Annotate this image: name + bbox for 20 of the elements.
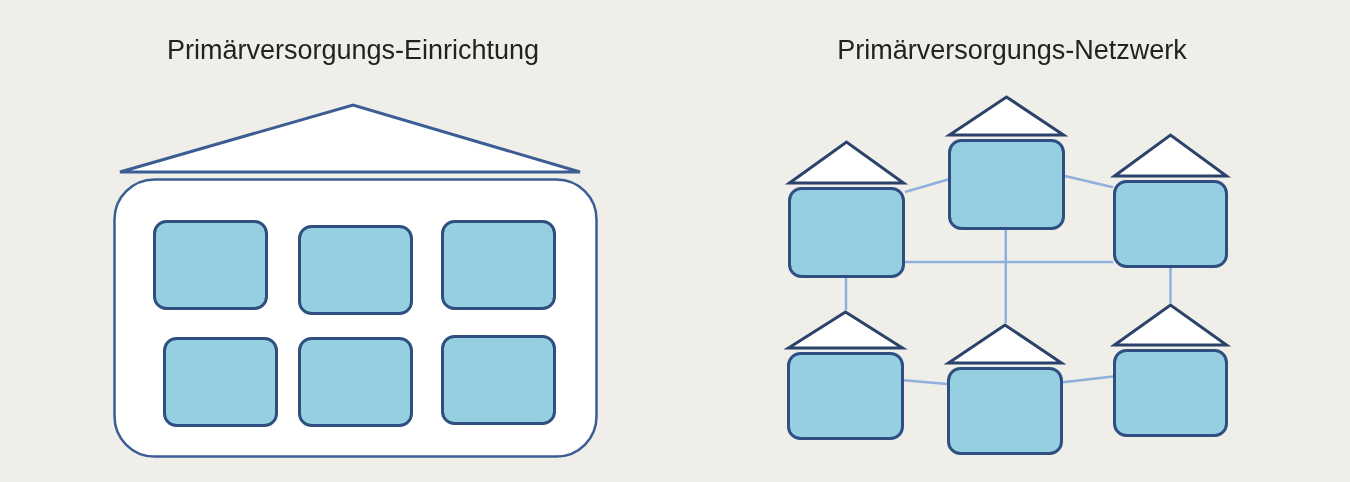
section-heading: Primärversorgungs-Netzwerk: [837, 35, 1187, 66]
unit-box: [298, 225, 413, 315]
house-symbol: [788, 140, 905, 278]
house-symbol: [1113, 303, 1228, 437]
connector-line: [844, 278, 848, 310]
unit-box: [153, 220, 268, 310]
connector-line: [1004, 230, 1007, 323]
unit-box: [163, 337, 278, 427]
unit-box: [441, 335, 556, 425]
section-heading: Primärversorgungs-Einrichtung: [166, 35, 540, 66]
connector-line: [1169, 268, 1172, 303]
connector-line: [1062, 375, 1114, 384]
connector-line: [903, 378, 948, 386]
house-symbol: [1113, 133, 1228, 268]
connector-line: [904, 178, 949, 194]
unit-box: [298, 337, 413, 427]
facility-container: [113, 178, 598, 458]
connector-line: [1064, 174, 1114, 189]
connector-line: [905, 260, 1113, 264]
unit-box: [441, 220, 556, 310]
